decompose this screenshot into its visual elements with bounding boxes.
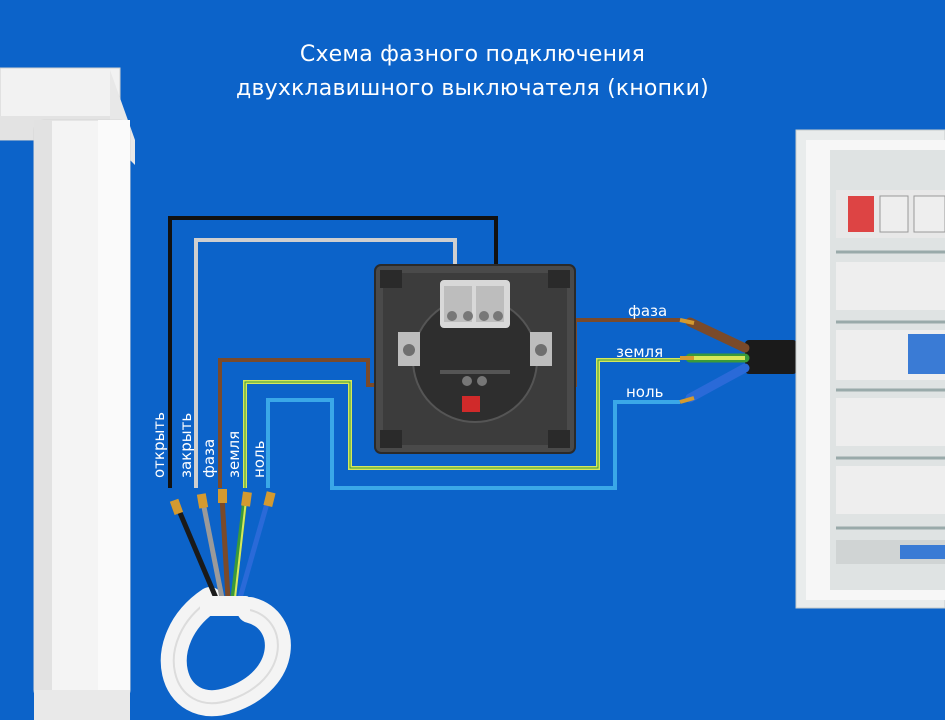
motor-close-label: закрыть [177,412,195,478]
supply-ground-label: земля [616,343,664,361]
motor-phase-label: фаза [200,438,218,478]
supply-phase-label: фаза [628,302,668,320]
curtain-motor [0,67,135,720]
wire-ground [243,358,680,488]
diagram-title-line2: двухклавишного выключателя (кнопки) [236,76,709,101]
wire-neutral [266,398,680,490]
supply-neutral-label: ноль [626,383,664,401]
supply-cable [679,317,797,404]
two-gang-switch [374,264,576,454]
distribution-panel [795,129,945,609]
diagram-title-line1: Схема фазного подключения [299,42,646,67]
motor-cable [160,489,291,716]
motor-neutral-label: ноль [250,440,268,478]
motor-open-label: открыть [150,412,168,478]
motor-ground-label: земля [225,430,243,478]
wire-open [168,216,498,488]
